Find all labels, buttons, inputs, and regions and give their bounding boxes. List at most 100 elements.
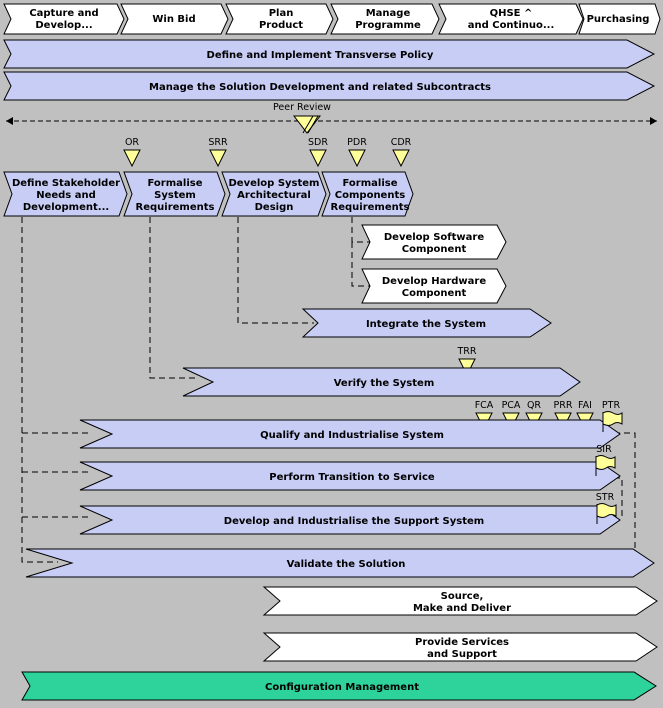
config-label: Configuration Management [265,682,419,693]
milestone-label: OR [125,137,139,148]
peer-review-marker-icon [292,115,322,134]
phase-label-line: Formalise [148,178,203,189]
milestone-cdr: CDR [391,137,412,168]
arrow-right-icon [650,117,657,125]
component-label-line: Component [402,244,467,255]
flag-label: PTR [602,400,621,411]
top-tabs: Capture and Develop... Win Bid Plan Prod… [3,3,661,35]
phase-label-line: Architectural [237,190,311,201]
connectors [21,217,636,563]
tab-label-line: Plan [269,8,294,19]
milestone-srr: SRR [208,137,228,168]
integrate-the-system[interactable]: Integrate the System [301,308,552,338]
milestone-label: PRR [554,400,573,411]
tab-plan-product[interactable]: Plan Product [225,3,334,35]
phase-label-line: Design [255,202,294,213]
peer-review-label: Peer Review [273,102,331,113]
phase-label-line: Develop System [229,178,320,189]
milestone-label: PDR [347,137,367,148]
white-bar-label-line: Provide Services [415,637,509,648]
configuration-management[interactable]: Configuration Management [21,671,657,701]
policy-bar-solution-dev[interactable]: Manage the Solution Development and rela… [3,71,656,101]
milestone-triangle-icon [309,149,327,168]
peer-review: Peer Review [6,102,657,134]
long-bar-label: Validate the Solution [287,559,406,570]
policy-bar-label: Manage the Solution Development and rela… [149,82,491,93]
milestone-label: PCA [502,400,521,411]
tab-label-line: and Continuo... [468,20,555,31]
phase-label-line: Define Stakeholder [12,178,120,189]
phase-label-line: Components [335,190,405,201]
flag-str: STR [596,492,617,524]
milestone-label: FCA [475,400,494,411]
tab-label-line: Capture and [29,8,98,19]
tab-manage-programme[interactable]: Manage Programme [330,3,440,35]
milestone-or: OR [123,137,141,168]
flag-ptr: PTR [602,400,623,432]
white-bar-label-line: Source, [441,591,484,602]
phase-label-line: Requirements [331,202,410,213]
flag-icon [595,455,616,476]
develop-hardware-component[interactable]: Develop Hardware Component [361,268,507,304]
policy-bar-label: Define and Implement Transverse Policy [207,50,434,61]
milestone-triangle-icon [209,149,227,168]
long-bar-label: Develop and Industrialise the Support Sy… [224,516,484,527]
tab-label-line: QHSE ^ [490,8,533,19]
source-make-and-deliver[interactable]: Source, Make and Deliver [262,586,658,616]
provide-services-and-support[interactable]: Provide Services and Support [262,632,658,662]
tab-capture-and-develop[interactable]: Capture and Develop... [3,3,125,35]
verify-label: Verify the System [334,378,435,389]
flag-icon [602,411,623,432]
phase-label-line: Formalise [343,178,398,189]
component-label-line: Develop Software [384,232,484,243]
tab-purchasing[interactable]: Purchasing [578,3,661,35]
flag-icon [596,503,617,524]
phase-label-line: Requirements [136,202,215,213]
milestone-triangle-icon [123,149,141,168]
milestone-label: CDR [391,137,412,148]
tab-label-line: Win Bid [152,14,195,25]
long-bar-label: Perform Transition to Service [269,472,435,483]
flag-sir: SIR [595,444,616,476]
white-bar-label-line: Make and Deliver [413,603,511,614]
milestone-label: SDR [308,137,328,148]
milestone-label: SRR [208,137,228,148]
policy-bar-transverse[interactable]: Define and Implement Transverse Policy [3,39,656,69]
develop-software-component[interactable]: Develop Software Component [361,224,507,260]
tab-label-line: Product [259,20,303,31]
tab-win-bid[interactable]: Win Bid [120,3,229,35]
milestone-trr: TRR [456,346,477,377]
flag-label: STR [596,492,615,503]
arrow-left-icon [6,117,13,125]
component-label-line: Develop Hardware [382,276,486,287]
qualify-and-industrialise-system[interactable]: Qualify and Industrialise System [79,419,621,449]
integrate-label: Integrate the System [366,319,486,330]
perform-transition-to-service[interactable]: Perform Transition to Service [79,461,621,491]
develop-and-industrialise-support-system[interactable]: Develop and Industrialise the Support Sy… [79,505,621,535]
milestone-triangle-icon [348,149,366,168]
flag-label: SIR [596,444,612,455]
phase-label-line: Development... [23,202,109,213]
long-bar-label: Qualify and Industrialise System [260,430,444,441]
phase-formalise-components-requirements[interactable]: Formalise Components Requirements [321,171,414,217]
verify-the-system[interactable]: Verify the System [182,367,581,397]
tab-label-line: Develop... [35,20,92,31]
phase-label-line: Needs and [36,190,96,201]
phase-develop-system-architectural-design[interactable]: Develop System Architectural Design [221,171,327,217]
milestone-label: TRR [456,346,476,357]
phase-formalise-system-requirements[interactable]: Formalise System Requirements [123,171,226,217]
white-bar-label-line: and Support [427,649,497,660]
milestone-pdr: PDR [347,137,367,168]
tab-qhse[interactable]: QHSE ^ and Continuo... [438,3,584,35]
validate-the-solution[interactable]: Validate the Solution [25,548,655,578]
tab-label-line: Programme [355,20,421,31]
phase-label-line: System [154,190,196,201]
milestone-label: FAI [578,400,592,411]
tab-label-line: Purchasing [587,14,650,25]
milestone-triangle-icon [392,149,410,168]
milestone-sdr: SDR [308,137,328,168]
milestone-label: QR [527,400,541,411]
phase-define-stakeholder-needs[interactable]: Define Stakeholder Needs and Development… [3,171,128,217]
milestone-triangle-icon [458,358,476,377]
